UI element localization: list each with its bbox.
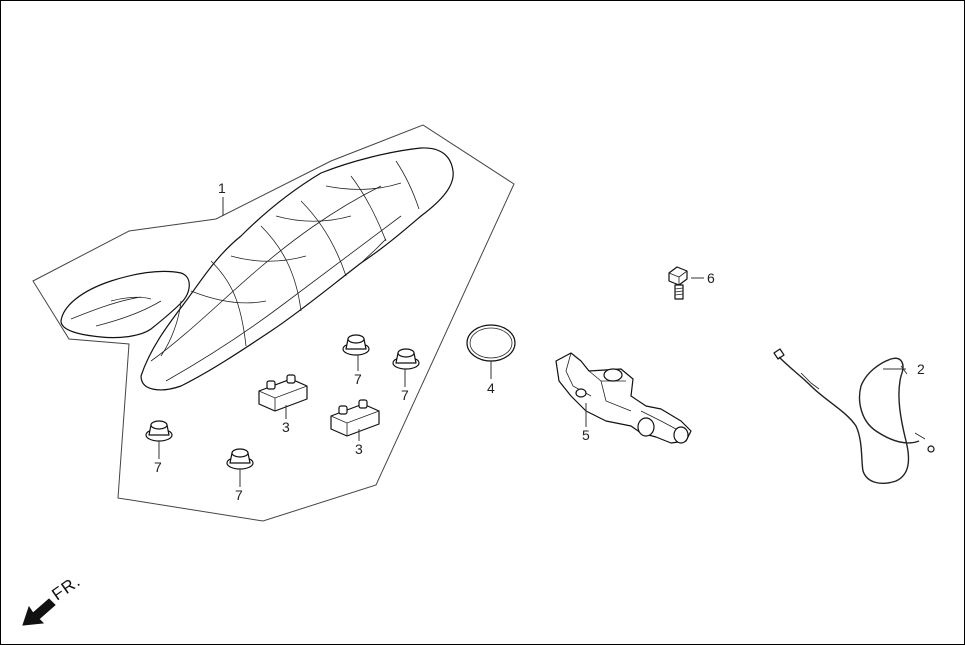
callout-7b: 7 xyxy=(401,387,409,403)
callout-3a: 3 xyxy=(282,419,290,435)
cable-part-2 xyxy=(773,348,935,484)
callout-2: 2 xyxy=(917,361,925,377)
rubber-block-part-3a xyxy=(258,374,308,412)
front-direction-indicator: FR. xyxy=(22,571,84,626)
leader-lines xyxy=(158,197,906,487)
seat-group-outline xyxy=(32,124,515,522)
callout-7a: 7 xyxy=(354,371,362,387)
callout-7c: 7 xyxy=(154,459,162,475)
callout-3b: 3 xyxy=(355,441,363,457)
callout-5: 5 xyxy=(582,427,590,443)
seat-part-1 xyxy=(60,147,454,391)
bolt-part-6 xyxy=(668,266,688,300)
front-arrow-icon xyxy=(22,598,56,626)
o-ring-part-4 xyxy=(466,324,516,362)
grommet-part-7d xyxy=(226,448,254,470)
callout-6: 6 xyxy=(707,270,715,286)
front-label: FR. xyxy=(48,571,84,604)
grommet-part-7a xyxy=(342,334,370,356)
cable-end-fitting xyxy=(927,445,935,453)
grommet-part-7c xyxy=(145,420,173,442)
rubber-block-part-3b xyxy=(330,399,380,437)
callout-4: 4 xyxy=(487,380,495,396)
seat-lock-part-5 xyxy=(555,352,692,444)
callout-7d: 7 xyxy=(235,487,243,503)
grommet-part-7b xyxy=(392,348,420,370)
callout-1: 1 xyxy=(218,180,226,196)
